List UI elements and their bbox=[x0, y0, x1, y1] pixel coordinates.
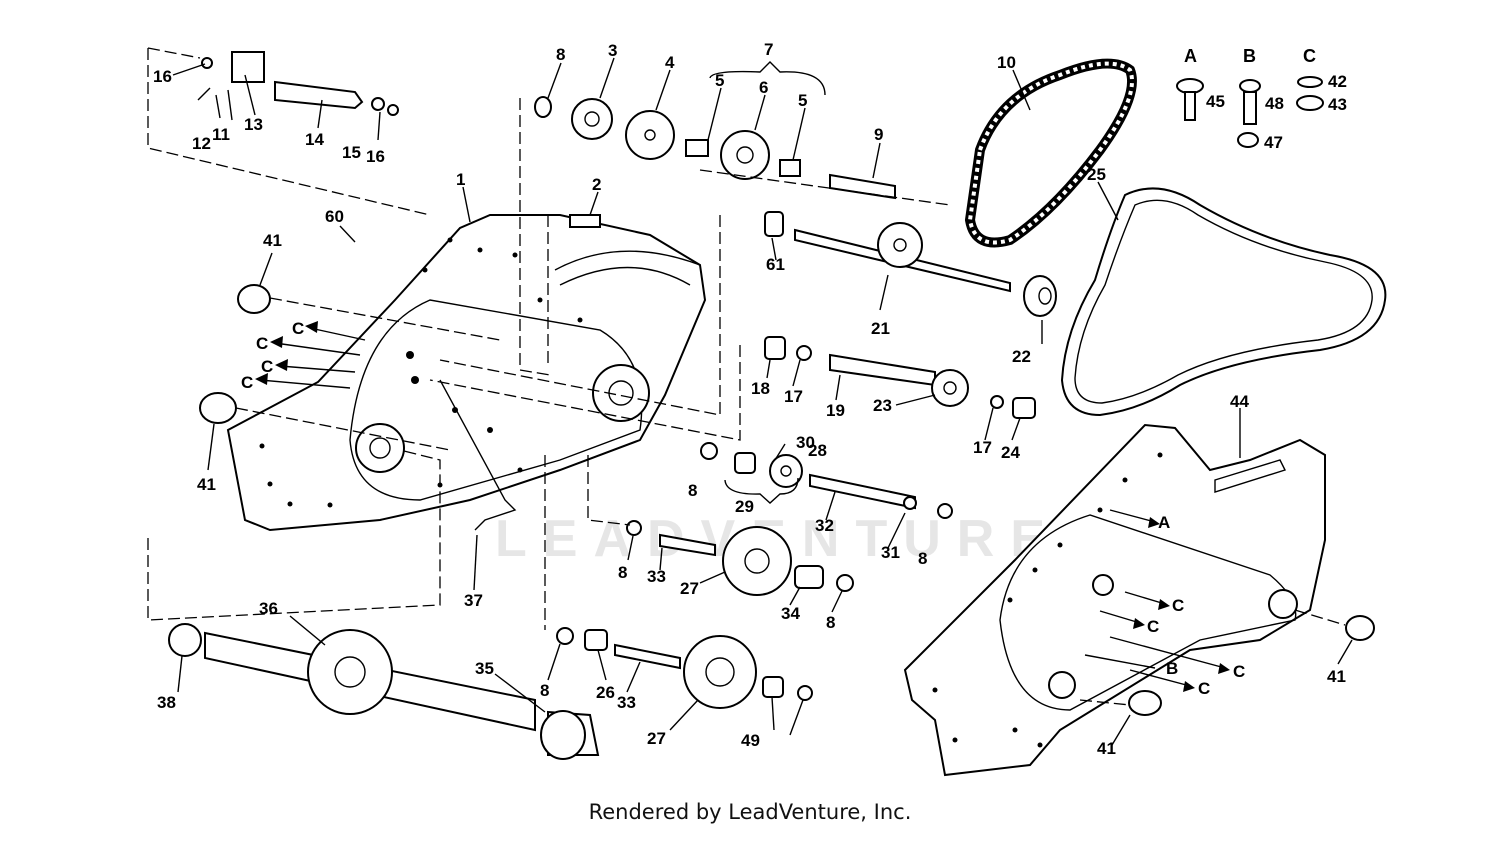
label-30: 30 bbox=[796, 433, 815, 452]
housing-left-assembly bbox=[226, 214, 707, 532]
label-25: 25 bbox=[1087, 165, 1106, 184]
label-8f: 8 bbox=[540, 681, 549, 700]
label-41a: 41 bbox=[263, 231, 282, 250]
label-4: 4 bbox=[665, 53, 675, 72]
label-5b: 5 bbox=[798, 91, 807, 110]
label-43: 43 bbox=[1328, 95, 1347, 114]
callout-c-4: C bbox=[241, 373, 253, 392]
label-17b: 17 bbox=[973, 438, 992, 457]
assembly-lines bbox=[147, 47, 1346, 706]
label-8c: 8 bbox=[918, 549, 927, 568]
housing-right-assembly bbox=[903, 423, 1326, 777]
label-7: 7 bbox=[764, 40, 773, 59]
label-48: 48 bbox=[1265, 94, 1284, 113]
label-22: 22 bbox=[1012, 347, 1031, 366]
label-35: 35 bbox=[475, 659, 494, 678]
label-1: 1 bbox=[456, 170, 465, 189]
key-header-b: B bbox=[1243, 46, 1256, 66]
callout-c-8: C bbox=[1198, 679, 1210, 698]
hardware-key-headers: A B C bbox=[1184, 46, 1316, 66]
label-60: 60 bbox=[325, 207, 344, 226]
label-8a: 8 bbox=[556, 45, 565, 64]
label-24: 24 bbox=[1001, 443, 1020, 462]
label-41c: 41 bbox=[1327, 667, 1346, 686]
label-15: 15 bbox=[342, 143, 361, 162]
label-37: 37 bbox=[464, 591, 483, 610]
label-13: 13 bbox=[244, 115, 263, 134]
label-6: 6 bbox=[759, 78, 768, 97]
label-10: 10 bbox=[997, 53, 1016, 72]
label-5a: 5 bbox=[715, 71, 724, 90]
key-header-c: C bbox=[1303, 46, 1316, 66]
bushings bbox=[199, 76, 1375, 716]
label-8g: 9 bbox=[874, 125, 883, 144]
label-8b: 8 bbox=[688, 481, 697, 500]
footer-credit: Rendered by LeadVenture, Inc. bbox=[588, 800, 912, 824]
chain-part-10 bbox=[964, 58, 1137, 248]
label-8d: 8 bbox=[618, 563, 627, 582]
label-44: 44 bbox=[1230, 392, 1249, 411]
label-28: 28 bbox=[808, 441, 827, 460]
label-41b: 41 bbox=[197, 475, 216, 494]
callout-c-2: C bbox=[256, 334, 268, 353]
label-29: 29 bbox=[735, 497, 754, 516]
label-32: 32 bbox=[815, 516, 834, 535]
label-27a: 27 bbox=[680, 579, 699, 598]
label-36: 36 bbox=[259, 599, 278, 618]
label-49: 49 bbox=[741, 731, 760, 750]
label-34: 34 bbox=[781, 604, 800, 623]
label-38: 38 bbox=[157, 693, 176, 712]
label-47: 47 bbox=[1264, 133, 1283, 152]
callout-c-3: C bbox=[261, 357, 273, 376]
label-8e: 8 bbox=[826, 613, 835, 632]
label-14: 14 bbox=[305, 130, 324, 149]
callout-c-6: C bbox=[1147, 617, 1159, 636]
lower-gear-assembly bbox=[556, 442, 953, 709]
callout-c-7: C bbox=[1233, 662, 1245, 681]
label-33a: 33 bbox=[647, 567, 666, 586]
label-45: 45 bbox=[1206, 92, 1225, 111]
label-11: 11 bbox=[212, 125, 230, 144]
label-3: 3 bbox=[608, 41, 617, 60]
drive-shaft-assembly bbox=[764, 211, 1057, 419]
callout-letters: C C C C C C C C A B bbox=[241, 319, 1245, 698]
callout-c-1: C bbox=[292, 319, 304, 338]
label-21: 21 bbox=[871, 319, 890, 338]
callout-arrows bbox=[255, 321, 1230, 692]
part-labels: 1 2 3 4 5 5 6 7 8 8 8 8 8 8 9 10 11 12 1… bbox=[153, 40, 1347, 758]
key-header-a: A bbox=[1184, 46, 1197, 66]
label-19: 19 bbox=[826, 401, 845, 420]
callout-b: B bbox=[1166, 659, 1178, 678]
label-41d: 41 bbox=[1097, 739, 1116, 758]
label-16b: 16 bbox=[366, 147, 385, 166]
jackshaft-assembly bbox=[534, 96, 896, 228]
callout-a: A bbox=[1158, 513, 1170, 532]
label-16a: 16 bbox=[153, 67, 172, 86]
label-42: 42 bbox=[1328, 72, 1347, 91]
callout-c-5: C bbox=[1172, 596, 1184, 615]
label-23: 23 bbox=[873, 396, 892, 415]
label-26: 26 bbox=[596, 683, 615, 702]
label-33b: 33 bbox=[617, 693, 636, 712]
label-31: 31 bbox=[881, 543, 900, 562]
label-17a: 17 bbox=[784, 387, 803, 406]
gasket-part-25 bbox=[1060, 187, 1387, 417]
label-61: 61 bbox=[766, 255, 785, 274]
axle-assembly bbox=[168, 623, 600, 760]
label-27b: 27 bbox=[647, 729, 666, 748]
leader-lines bbox=[172, 57, 1353, 746]
label-18: 18 bbox=[751, 379, 770, 398]
label-12: 12 bbox=[192, 134, 211, 153]
top-shaft-assembly bbox=[197, 51, 399, 116]
label-2: 2 bbox=[592, 175, 601, 194]
